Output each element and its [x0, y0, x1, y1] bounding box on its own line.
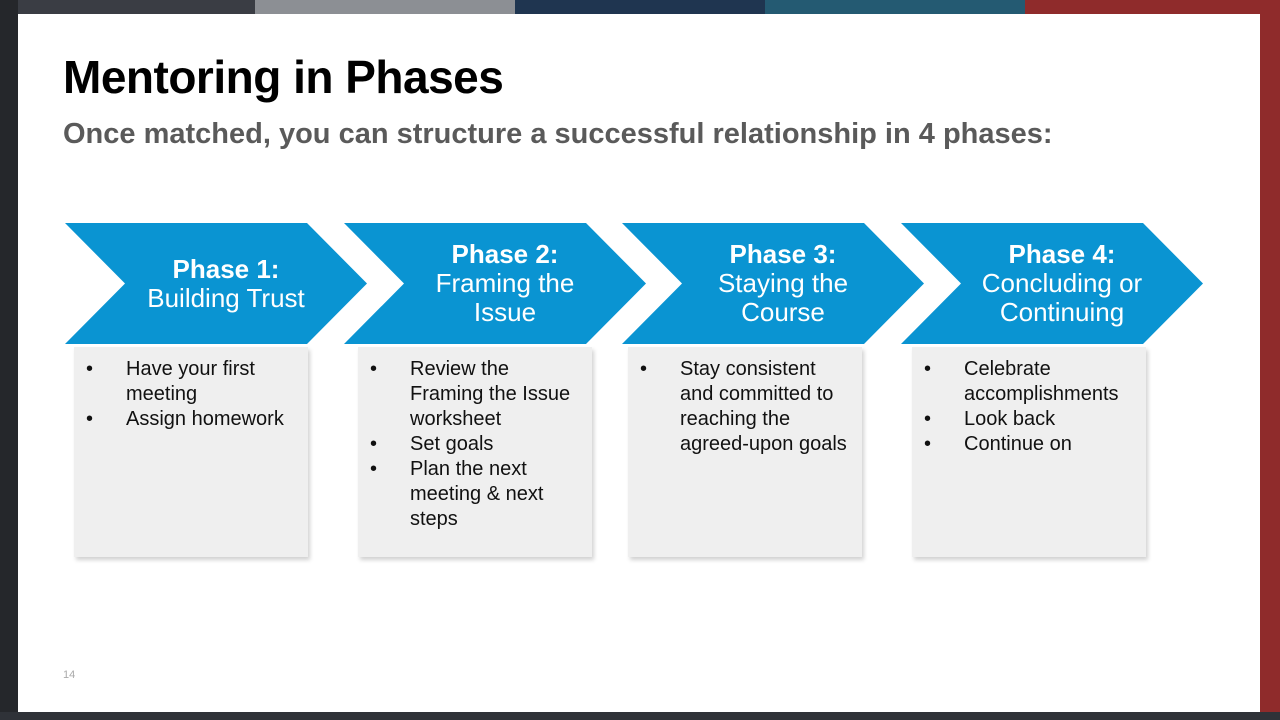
slide-subtitle: Once matched, you can structure a succes…: [63, 118, 1053, 150]
list-item: Celebrate accomplishments: [912, 357, 1136, 407]
phase-2-card: Review the Framing the Issue worksheet S…: [358, 347, 592, 557]
phase-1-name: Building Trust: [147, 282, 305, 313]
window-right-edge: [1260, 0, 1280, 720]
list-item: Assign homework: [74, 407, 298, 432]
phase-2-bullet-list: Review the Framing the Issue worksheet S…: [358, 347, 592, 532]
phase-3-card: Stay consistent and committed to reachin…: [628, 347, 862, 557]
chevron-arrow-shape: [901, 223, 1203, 344]
phase-4-bullet-list: Celebrate accomplishments Look back Cont…: [912, 347, 1146, 457]
phase-3-chevron: Phase 3: Staying the Course: [622, 223, 924, 344]
phase-2-chevron: Phase 2: Framing the Issue: [344, 223, 646, 344]
phase-4-card: Celebrate accomplishments Look back Cont…: [912, 347, 1146, 557]
phase-4-name: Concluding or Continuing: [981, 268, 1143, 327]
phase-2-name: Framing the Issue: [435, 268, 575, 327]
chevron-arrow-shape: [622, 223, 924, 344]
list-item: Stay consistent and committed to reachin…: [628, 357, 852, 457]
window-left-edge: [0, 0, 18, 720]
phase-4-chevron: Phase 4: Concluding or Continuing: [901, 223, 1203, 344]
list-item: Have your first meeting: [74, 357, 298, 407]
phase-1-bullet-list: Have your first meeting Assign homework: [74, 347, 308, 432]
phase-1-card: Have your first meeting Assign homework: [74, 347, 308, 557]
phase-1-heading: Phase 1:: [172, 253, 280, 284]
phase-4-heading: Phase 4:: [1008, 239, 1116, 269]
phase-3-bullet-list: Stay consistent and committed to reachin…: [628, 347, 862, 457]
window-bottom-edge: [0, 712, 1280, 720]
window-top-edge: [0, 0, 1280, 14]
phase-3-heading: Phase 3:: [729, 239, 837, 269]
slide-title: Mentoring in Phases: [63, 51, 504, 103]
phase-2-heading: Phase 2:: [451, 239, 559, 269]
list-item: Set goals: [358, 432, 582, 457]
slide-page-number: 14: [63, 669, 76, 681]
slide: Mentoring in Phases Once matched, you ca…: [18, 14, 1260, 712]
chevron-arrow-shape: [344, 223, 646, 344]
list-item: Plan the next meeting & next steps: [358, 457, 582, 532]
list-item: Look back: [912, 407, 1136, 432]
phase-3-name: Staying the Course: [717, 268, 849, 327]
phase-1-chevron: Phase 1: Building Trust: [65, 223, 367, 344]
list-item: Review the Framing the Issue worksheet: [358, 357, 582, 432]
chevron-arrow-shape: [65, 223, 367, 344]
list-item: Continue on: [912, 432, 1136, 457]
